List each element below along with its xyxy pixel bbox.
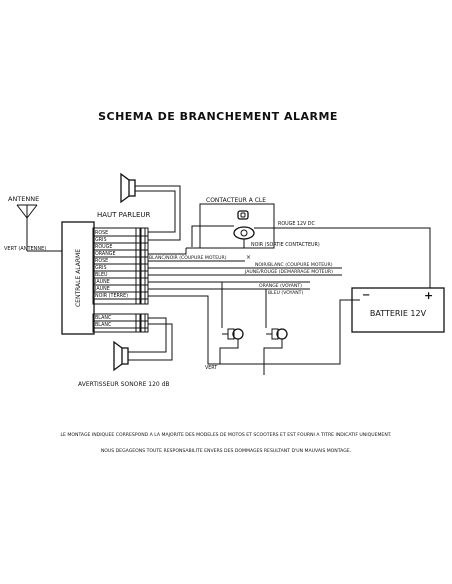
battery-label: BATTERIE 12V — [370, 309, 427, 318]
wire-label-jaune-2: JAUNE — [94, 286, 110, 292]
connector-block-upper — [92, 227, 149, 305]
wire-label-blanc-noir: BLANC/NOIR (COUPURE MOTEUR) — [149, 255, 227, 261]
wire-label-blanc-2: BLANC — [95, 322, 112, 328]
disclaimer-line-1: LE MONTAGE INDIQUEE CORRESPOND A LA MAJO… — [61, 432, 392, 438]
siren-icon — [113, 340, 129, 372]
alarm-unit-label: CENTRALE ALARME — [75, 249, 82, 307]
indicator-lamp-left-icon — [219, 282, 244, 364]
connector-block-lower — [92, 313, 149, 333]
wire-label-blanc-1: BLANC — [95, 315, 112, 321]
ignition-label: CONTACTEUR A CLE — [206, 197, 266, 204]
wire-label-bleu: BLEU — [95, 272, 108, 278]
ignition-power-label: ROUGE 12V DC — [278, 221, 315, 227]
speaker-label: HAUT PARLEUR — [97, 211, 151, 219]
disclaimer-line-2: NOUS DEGAGEONS TOUTE RESPONSABILITE ENVE… — [101, 448, 351, 454]
wire-label-rose-2: ROSE — [95, 258, 108, 264]
battery-minus-icon: − — [362, 290, 370, 301]
wire-label-jaune-rouge: JAUNE/ROUGE (DEMARRAGE MOTEUR) — [244, 269, 333, 275]
wire-label-jaune-1: JAUNE — [94, 279, 110, 285]
siren-label: AVERTISSEUR SONORE 120 dB — [78, 381, 170, 388]
speaker-icon — [120, 172, 136, 204]
cut-mark-icon: × — [246, 254, 251, 261]
connector-wire-rows — [93, 227, 148, 333]
wire-label-gris-1: GRIS — [95, 237, 107, 243]
wire-label-rose-1: ROSE — [95, 230, 108, 236]
antenna-label: ANTENNE — [8, 195, 39, 203]
wire-label-noir-blanc: NOIR/BLANC (COUPURE MOTEUR) — [255, 262, 333, 268]
ignition-lock-icon — [233, 226, 255, 240]
ground-wire-label: VERT — [205, 365, 217, 371]
battery-plus-icon: + — [424, 289, 433, 302]
wire-label-orange-voyant: ORANGE (VOYANT) — [259, 283, 302, 289]
ignition-off-wire-label: NOIR (SORTIE CONTACTEUR) — [251, 242, 320, 248]
wire-label-noir-terre: NOIR (TERRE) — [95, 293, 128, 299]
wire-label-gris-2: GRIS — [95, 265, 107, 271]
antenna-wire-label: VERT (ANTENNE) — [4, 246, 46, 252]
antenna-icon — [16, 204, 38, 232]
key-icon — [237, 210, 249, 220]
battery-box — [351, 287, 445, 333]
wire-label-orange: ORANGE — [95, 251, 116, 257]
wire-label-bleu-voyant: BLEU (VOYANT) — [268, 290, 303, 296]
wire-label-rouge: ROUGE — [95, 244, 112, 250]
indicator-lamp-right-icon — [263, 289, 288, 375]
diagram-title: SCHEMA DE BRANCHEMENT ALARME — [98, 110, 338, 123]
